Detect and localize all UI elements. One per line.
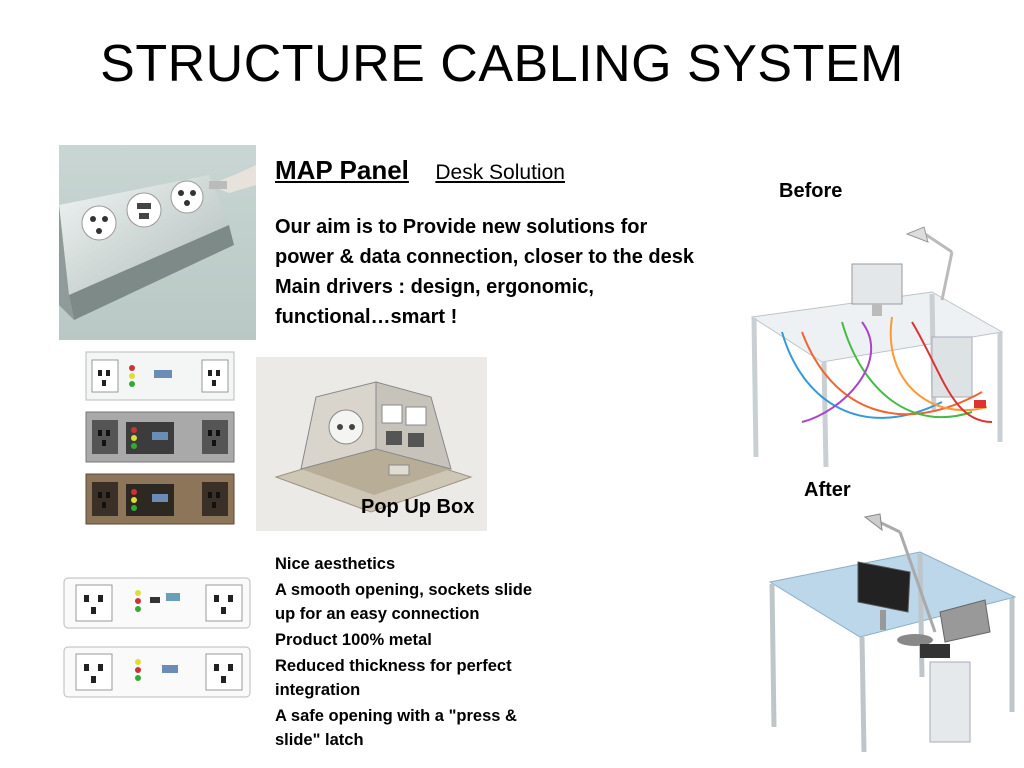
map-panel-heading: MAP Panel: [275, 155, 409, 185]
after-label: After: [804, 479, 851, 501]
before-label: Before: [779, 180, 843, 202]
feature-item: Product 100% metal: [275, 631, 432, 649]
pop-up-box-label: Pop Up Box: [361, 496, 475, 518]
intro-aim: Our aim is to Provide new solutions for …: [275, 216, 694, 268]
after-desk-illustration: [740, 512, 1020, 762]
feature-item: Reduced thickness for perfect integratio…: [275, 657, 512, 699]
slide-title: STRUCTURE CABLING SYSTEM: [100, 35, 904, 93]
feature-list: Nice aesthetics A smooth opening, socket…: [275, 552, 545, 754]
pop-up-box-photo: [256, 357, 487, 531]
desk-solution-subheading: Desk Solution: [435, 161, 565, 184]
white-faceplates-photo: [62, 575, 254, 700]
feature-item: Nice aesthetics: [275, 555, 396, 573]
feature-item: A smooth opening, sockets slide up for a…: [275, 581, 533, 623]
map-panel-photo: [59, 145, 256, 340]
faceplate-variants-photo: [84, 350, 236, 530]
intro-text: Our aim is to Provide new solutions for …: [275, 212, 695, 332]
heading-row: MAP Panel Desk Solution: [275, 155, 565, 186]
before-desk-illustration: [742, 222, 1007, 472]
feature-item: A safe opening with a "press & slide" la…: [275, 707, 517, 749]
intro-drivers: Main drivers : design, ergonomic, functi…: [275, 276, 594, 328]
